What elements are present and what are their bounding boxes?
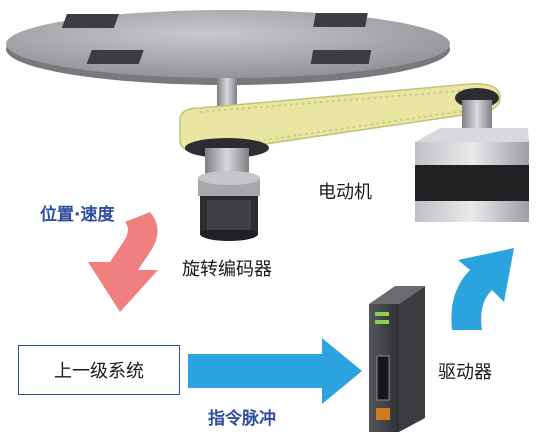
drive-arrow	[451, 248, 514, 330]
connector-port	[376, 355, 390, 401]
command-pulse-label: 指令脉冲	[208, 409, 276, 429]
driver-label: 驱动器	[438, 362, 492, 383]
status-led	[375, 320, 389, 324]
motor-label: 电动机	[318, 182, 372, 203]
terminal-block	[376, 408, 390, 420]
rotary-encoder	[198, 171, 260, 241]
encoder-label: 旋转编码器	[182, 259, 272, 280]
command-pulse-arrow	[188, 338, 362, 404]
upper-system-box: 上一级系统	[18, 345, 180, 395]
servo-driver	[369, 286, 425, 432]
electric-motor	[415, 128, 529, 222]
rotary-table	[6, 10, 450, 85]
feedback-arrow	[88, 212, 158, 312]
position-speed-label: 位置·速度	[40, 205, 115, 225]
workpiece-blocks	[61, 13, 372, 64]
status-led	[375, 312, 389, 316]
